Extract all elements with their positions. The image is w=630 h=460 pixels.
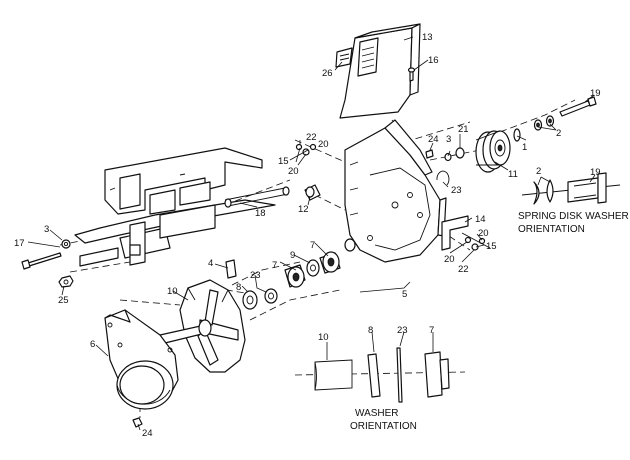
callout-7-upper: 7 — [310, 240, 315, 251]
impeller — [159, 279, 246, 373]
side-fasteners — [461, 232, 491, 251]
callout-20-mid: 20 — [288, 166, 299, 177]
captions: SPRING DISK WASHER ORIENTATION WASHER OR… — [350, 211, 629, 432]
callout-24-bottom: 24 — [142, 428, 153, 439]
callout-13: 13 — [422, 32, 433, 43]
blower-outlet — [104, 309, 179, 428]
spring-washer-caption-line1: SPRING DISK WASHER — [518, 211, 629, 222]
callout-24-top: 24 — [428, 134, 439, 145]
callout-12: 12 — [298, 204, 309, 215]
callout-7-detail: 7 — [429, 325, 434, 336]
callout-21: 21 — [458, 124, 469, 135]
callout-3-top: 3 — [446, 134, 451, 145]
callout-14: 14 — [475, 214, 486, 225]
callout-4: 4 — [208, 258, 213, 269]
callout-3-left: 3 — [44, 224, 49, 235]
callout-labels: 13 16 26 19 2 1 21 24 3 11 23 2 19 14 20… — [14, 32, 601, 439]
callout-2-top: 2 — [556, 128, 561, 139]
callout-26: 26 — [322, 68, 333, 79]
spring-washer-detail — [521, 172, 621, 205]
callout-22-right: 22 — [458, 264, 469, 275]
callout-9: 9 — [290, 250, 295, 261]
callout-2-detail: 2 — [536, 166, 541, 177]
callout-18: 18 — [255, 208, 266, 219]
washer-detail — [294, 347, 466, 403]
spring-washer-caption-line2: ORIENTATION — [518, 224, 585, 235]
callout-11: 11 — [508, 169, 518, 180]
callout-7-lower: 7 — [272, 260, 277, 271]
frame-assembly — [21, 147, 290, 288]
fan-housing — [304, 119, 469, 263]
assembly-guides — [59, 99, 576, 418]
leader-lines — [27, 36, 596, 431]
callout-5: 5 — [402, 289, 407, 300]
washer-caption-line1: WASHER — [355, 408, 399, 419]
callout-1: 1 — [522, 142, 527, 153]
callout-25: 25 — [58, 295, 69, 306]
bearing-stack — [225, 238, 356, 310]
callout-15-top: 15 — [278, 156, 289, 167]
callout-23-mid: 23 — [250, 270, 261, 281]
callout-10-detail: 10 — [318, 332, 329, 343]
callout-17: 17 — [14, 238, 25, 249]
callout-20-right: 20 — [478, 228, 489, 239]
callout-15-right: 15 — [486, 241, 497, 252]
callout-20-top: 20 — [318, 139, 329, 150]
callout-8-main: 8 — [236, 282, 241, 293]
callout-10-main: 10 — [167, 286, 178, 297]
chute-assembly — [335, 23, 421, 119]
callout-8-detail: 8 — [368, 325, 373, 336]
callout-20-right-low: 20 — [444, 254, 455, 265]
callout-23-detail: 23 — [397, 325, 408, 336]
washer-caption-line2: ORIENTATION — [350, 421, 417, 432]
callout-22-top: 22 — [306, 132, 317, 143]
callout-16: 16 — [428, 55, 439, 66]
callout-19-top: 19 — [590, 88, 601, 99]
callout-19-detail: 19 — [590, 167, 601, 178]
pulley-assembly — [295, 96, 597, 173]
callout-23-right: 23 — [451, 185, 462, 196]
callout-6: 6 — [90, 339, 95, 350]
